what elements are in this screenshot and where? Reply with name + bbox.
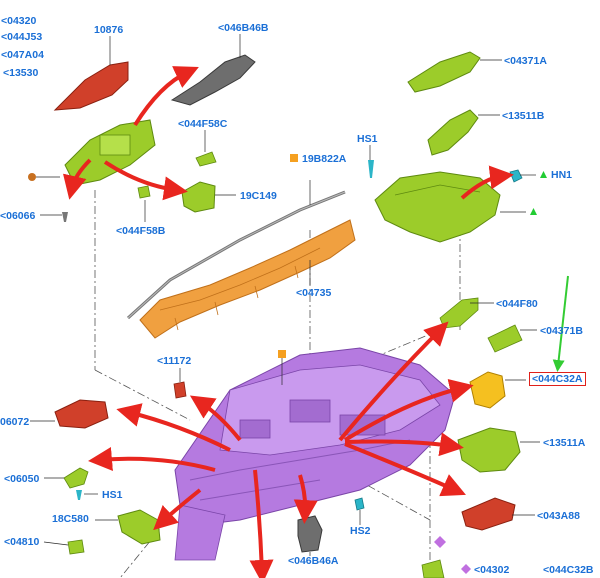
callout-04302[interactable]: <04302 xyxy=(474,564,510,576)
callout-046B46B[interactable]: <046B46B xyxy=(218,22,269,34)
cross-car-beam-part[interactable] xyxy=(139,219,356,339)
callout-044F58C[interactable]: <044F58C xyxy=(178,118,228,130)
callout-06050[interactable]: <06050 xyxy=(4,473,40,485)
clip-HS2-part[interactable] xyxy=(354,497,365,511)
callout-11172[interactable]: <11172 xyxy=(157,355,192,367)
clip-11172-part[interactable] xyxy=(173,381,187,399)
marker-square-panel xyxy=(278,350,286,358)
clip-044F58B-part[interactable] xyxy=(137,185,151,199)
top-cover-04371A-part[interactable] xyxy=(407,51,481,93)
callout-044J53[interactable]: <044J53 xyxy=(1,31,43,43)
clip-04302-part[interactable] xyxy=(421,559,445,578)
callout-19C149[interactable]: 19C149 xyxy=(240,190,277,202)
marker-diamond-04302 xyxy=(434,536,446,548)
leader-lines xyxy=(30,34,540,556)
clip-04810-part[interactable] xyxy=(67,539,85,555)
callout-HS1-top[interactable]: HS1 xyxy=(357,133,378,145)
bracket-06072-part[interactable] xyxy=(54,399,109,429)
callout-HS1-low[interactable]: HS1 xyxy=(102,489,123,501)
callout-13530[interactable]: <13530 xyxy=(3,67,39,79)
callout-044C32B[interactable]: <044C32B xyxy=(543,564,594,576)
callout-13511A[interactable]: <13511A xyxy=(543,437,586,449)
bracket-044F80-part[interactable] xyxy=(439,297,479,329)
bracket-13511A-part[interactable] xyxy=(457,427,521,473)
fastener-HS1-icon xyxy=(368,160,374,178)
bracket-13511B-part[interactable] xyxy=(427,109,479,156)
callout-044C32A-highlighted[interactable]: <044C32A xyxy=(529,372,586,386)
bracket-19C149-part[interactable] xyxy=(181,181,216,213)
duct-046B46A-part[interactable] xyxy=(297,515,323,553)
fastener-HS1-low-icon xyxy=(76,490,82,500)
cover-04371B-part[interactable] xyxy=(487,324,523,353)
marker-dot-orange xyxy=(28,173,36,181)
marker-square-19B822A xyxy=(290,154,298,162)
marker-triangle-HN1 xyxy=(540,171,547,178)
callout-18C580[interactable]: 18C580 xyxy=(52,513,89,525)
gray-duct-part[interactable] xyxy=(170,54,256,106)
callout-HS2[interactable]: HS2 xyxy=(350,525,371,537)
bracket-06050-part[interactable] xyxy=(63,467,89,489)
callout-044F58B[interactable]: <044F58B xyxy=(116,225,166,237)
red-trim-cover-part[interactable] xyxy=(53,61,129,111)
assembly-arrows xyxy=(63,66,514,578)
callout-047A04[interactable]: <047A04 xyxy=(1,49,44,61)
bracket-043A88-part[interactable] xyxy=(461,497,516,531)
fastener-06066-icon xyxy=(62,212,68,222)
marker-diamond-04302-b xyxy=(461,564,471,574)
highlight-arrow xyxy=(552,275,569,372)
callout-044F80[interactable]: <044F80 xyxy=(496,298,538,310)
callout-04810[interactable]: <04810 xyxy=(4,536,40,548)
callout-HN1[interactable]: HN1 xyxy=(551,169,573,181)
clip-044F58C-part[interactable] xyxy=(195,151,217,167)
callout-043A88[interactable]: <043A88 xyxy=(537,510,580,522)
callout-04320[interactable]: <04320 xyxy=(1,15,37,27)
callout-13511B[interactable]: <13511B xyxy=(502,110,545,122)
callout-04371B[interactable]: <04371B xyxy=(540,325,583,337)
nut-HN1-part[interactable] xyxy=(509,169,523,183)
bracket-18C580-part[interactable] xyxy=(117,509,161,545)
callout-10876[interactable]: 10876 xyxy=(94,24,124,36)
callout-06066[interactable]: <06066 xyxy=(0,210,36,222)
bracket-044C32A-part[interactable] xyxy=(469,371,506,409)
marker-triangle-right xyxy=(530,208,537,215)
callout-04371A[interactable]: <04371A xyxy=(504,55,547,67)
callout-06072[interactable]: 06072 xyxy=(0,416,30,428)
right-green-bracket-part[interactable] xyxy=(374,171,501,243)
callout-19B822A[interactable]: 19B822A xyxy=(302,153,347,165)
callout-046B46A[interactable]: <046B46A xyxy=(288,555,339,567)
callout-04735[interactable]: <04735 xyxy=(296,287,332,299)
